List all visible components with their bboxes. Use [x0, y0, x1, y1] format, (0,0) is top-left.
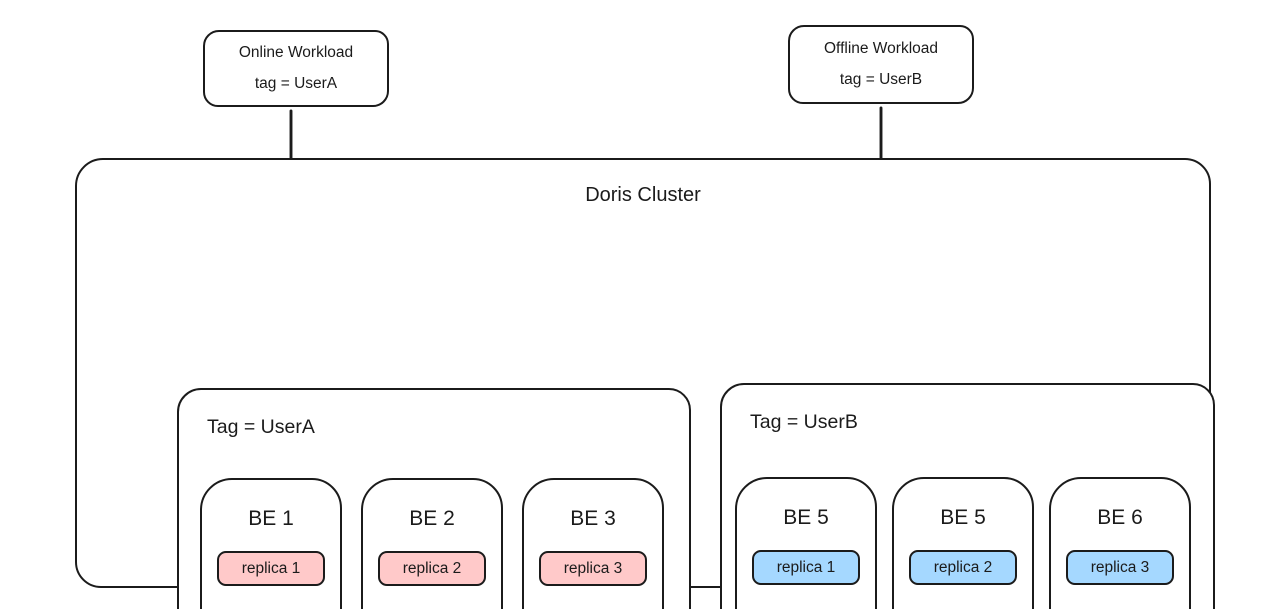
- be-node-5b: BE 5 replica 2 replica 3: [892, 477, 1034, 609]
- doris-cluster-box: Doris Cluster Tag = UserA BE 1 replica 1…: [75, 158, 1215, 609]
- be-node-6: BE 6 replica 3 replica 3: [1049, 477, 1191, 609]
- be-node-title: BE 5: [783, 506, 829, 529]
- be-node-title: BE 5: [940, 506, 986, 529]
- tag-userb-label: Tag = UserB: [750, 411, 858, 433]
- be-node-title: BE 3: [570, 507, 616, 530]
- online-workload-box: Online Workload tag = UserA: [203, 30, 389, 107]
- be-node-title: BE 1: [248, 507, 294, 530]
- be-node-5a: BE 5 replica 1 replica 1: [735, 477, 877, 609]
- replica-pill: replica 1: [217, 551, 325, 586]
- be-node-1: BE 1 replica 1 replica 1: [200, 478, 342, 609]
- online-workload-title: Online Workload: [238, 44, 354, 61]
- offline-workload-title: Offline Workload: [823, 40, 938, 57]
- userb-be-row: BE 5 replica 1 replica 1 BE 5 replica 2 …: [735, 477, 1191, 609]
- offline-workload-box: Offline Workload tag = UserB: [788, 25, 974, 104]
- be-node-title: BE 6: [1097, 506, 1143, 529]
- tag-usera-group: Tag = UserA BE 1 replica 1 replica 1 BE …: [177, 388, 691, 609]
- replica-pill: replica 3: [539, 551, 647, 586]
- be-node-title: BE 2: [409, 507, 455, 530]
- be-node-3: BE 3 replica 3 replica 3: [522, 478, 664, 609]
- usera-be-row: BE 1 replica 1 replica 1 BE 2 replica 2 …: [200, 478, 664, 609]
- replica-pill: replica 3: [1066, 550, 1174, 585]
- replica-pill: replica 1: [752, 550, 860, 585]
- tag-userb-group: Tag = UserB BE 5 replica 1 replica 1 BE …: [720, 383, 1215, 609]
- online-workload-tag: tag = UserA: [254, 75, 338, 92]
- tag-usera-label: Tag = UserA: [207, 416, 315, 438]
- replica-pill: replica 2: [378, 551, 486, 586]
- be-node-2: BE 2 replica 2 repica 2: [361, 478, 503, 609]
- offline-workload-tag: tag = UserB: [839, 71, 923, 88]
- cluster-title: Doris Cluster: [585, 184, 701, 206]
- replica-pill: replica 2: [909, 550, 1017, 585]
